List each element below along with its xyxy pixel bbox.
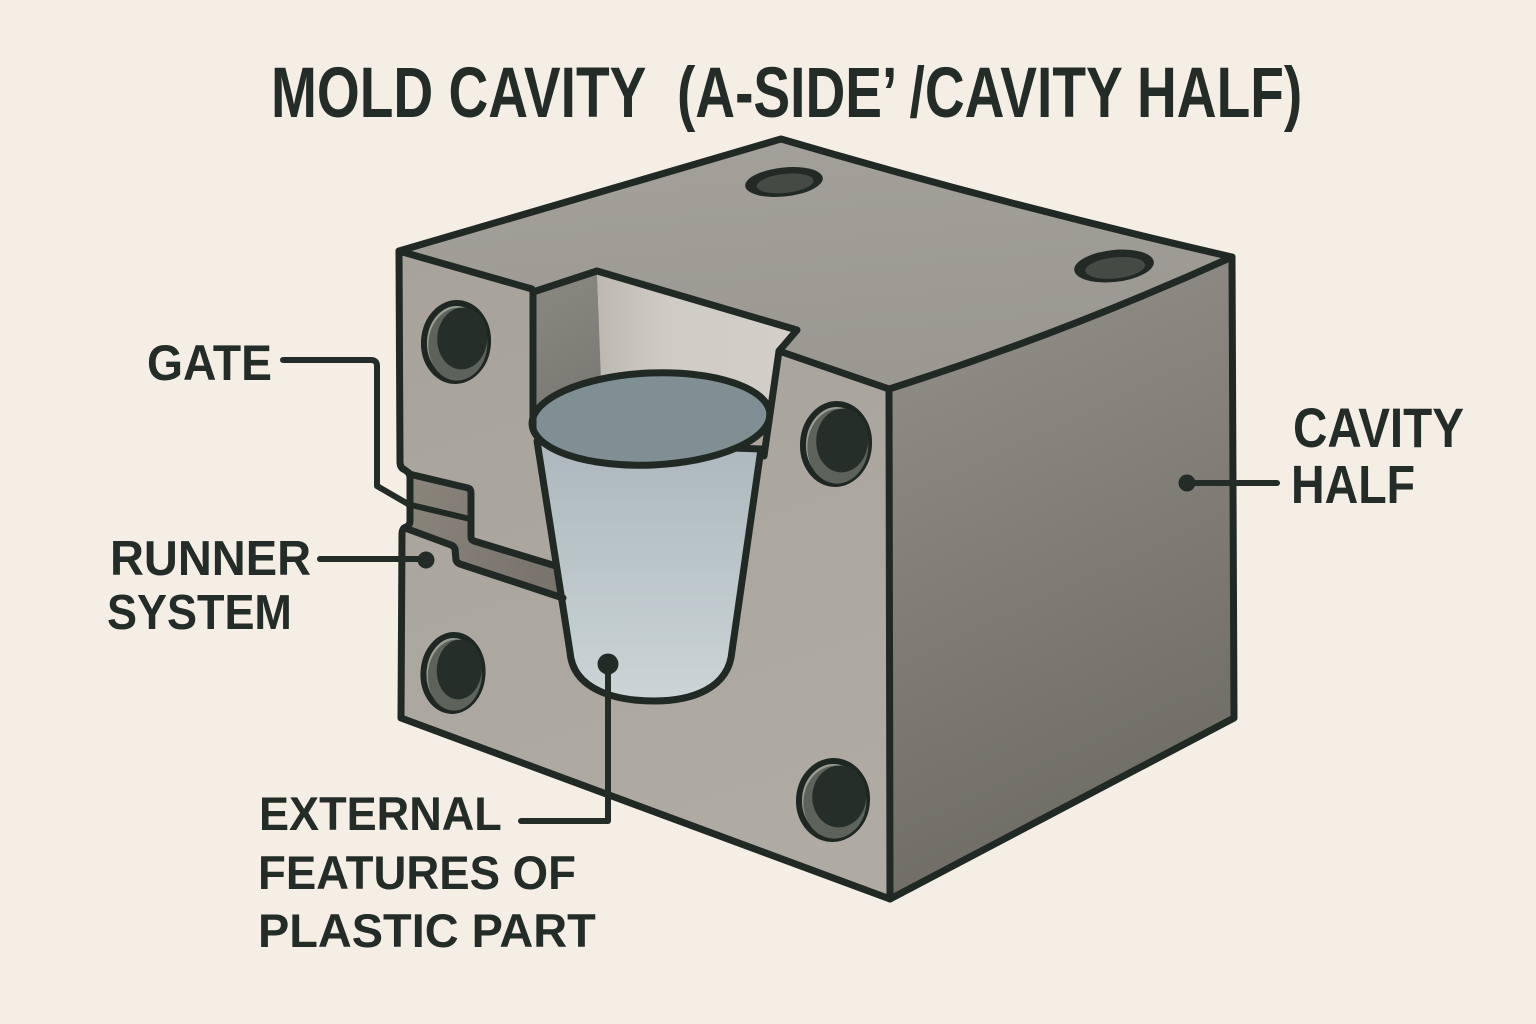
svg-text:SYSTEM: SYSTEM	[107, 584, 292, 639]
svg-text:RUNNER: RUNNER	[110, 532, 311, 586]
svg-text:FEATURES OF: FEATURES OF	[258, 846, 576, 899]
svg-text:EXTERNAL: EXTERNAL	[259, 787, 502, 840]
svg-text:MOLD CAVITY (A-SIDE’ /CAVITY: MOLD CAVITY (A-SIDE’ /CAVITY HALF)	[271, 52, 1302, 133]
svg-text:GATE: GATE	[147, 335, 272, 391]
svg-text:HALF: HALF	[1291, 454, 1415, 515]
svg-text:PLASTIC PART: PLASTIC PART	[258, 904, 596, 957]
svg-text:CAVITY: CAVITY	[1293, 397, 1464, 459]
